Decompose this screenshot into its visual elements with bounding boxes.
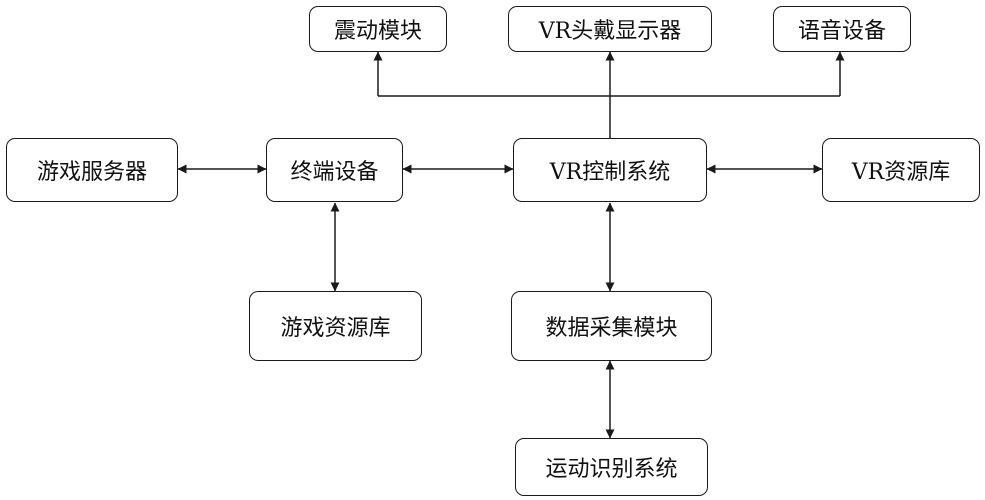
data-acquisition-module-box: 数据采集模块 [511, 291, 712, 361]
motion-recognition-system-box: 运动识别系统 [515, 438, 708, 496]
terminal-device-box: 终端设备 [266, 138, 403, 202]
vr-resource-library-box: VR资源库 [822, 138, 980, 202]
voice-device-box: 语音设备 [773, 6, 911, 52]
vr-headset-display-box: VR头戴显示器 [508, 6, 712, 52]
vibration-module-box: 震动模块 [309, 6, 447, 52]
game-server-box: 游戏服务器 [6, 138, 178, 202]
vr-control-system-box: VR控制系统 [513, 138, 707, 202]
game-resource-library-box: 游戏资源库 [249, 291, 422, 361]
